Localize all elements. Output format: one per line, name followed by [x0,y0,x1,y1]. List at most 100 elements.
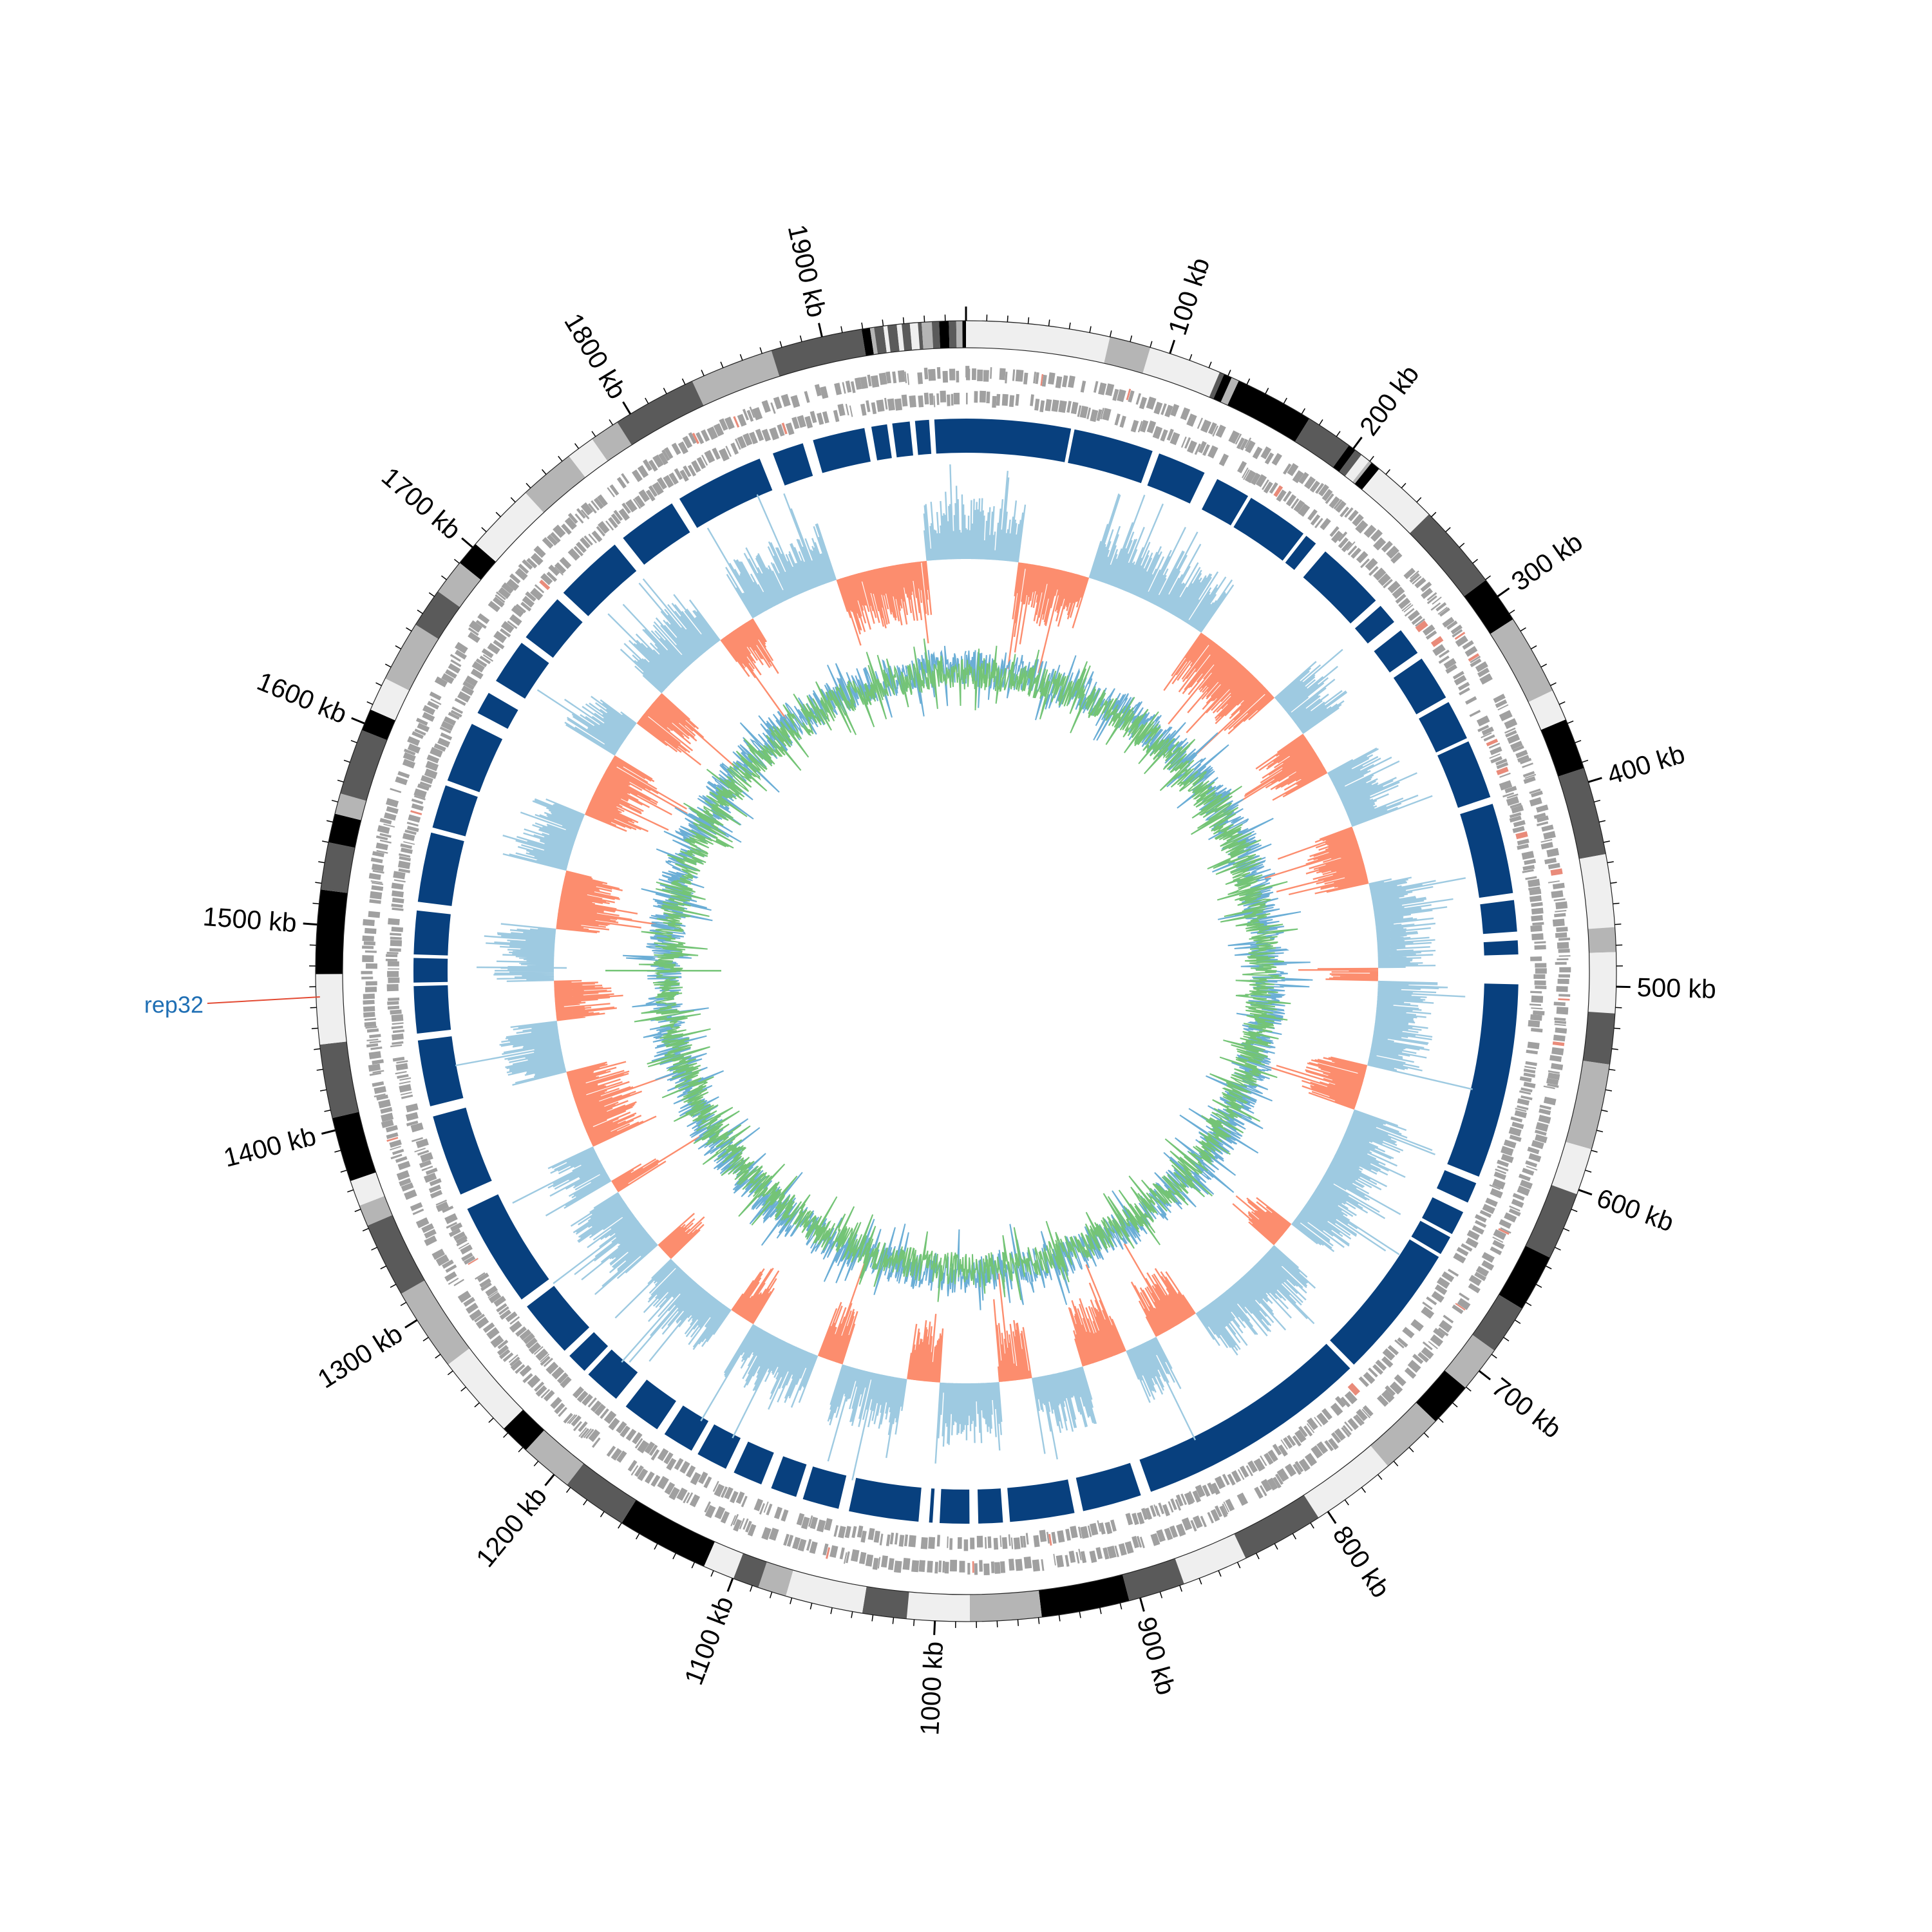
gene-feature [1421,587,1434,600]
gene-feature [1314,518,1323,529]
gene-feature [390,936,402,940]
gene-feature [1110,1519,1117,1532]
gene-feature [1492,1240,1505,1249]
karyotype-band [332,1112,376,1181]
karyotype-band [1122,1558,1184,1601]
gene-feature [1426,592,1437,601]
gene-feature [1251,473,1261,486]
gene-feature [1361,1408,1370,1419]
gene-feature [442,1259,454,1269]
gene-feature [410,1202,423,1211]
gene-feature [497,1340,509,1350]
gene-feature [797,415,806,428]
gene-feature [865,1554,874,1567]
gene-feature [475,1316,489,1329]
gene-feature [1506,793,1519,799]
gene-feature [540,1353,550,1363]
gene-feature [1372,1364,1384,1375]
gene-feature [378,1099,392,1109]
gene-feature [1497,1165,1509,1171]
gene-feature [439,726,451,734]
gene-feature [1524,858,1537,866]
annotation-label[interactable]: rep32 [144,992,204,1018]
minor-tick [1615,923,1622,925]
gene-feature [1030,394,1034,406]
gene-feature [1125,1513,1133,1526]
gene-feature [696,432,705,444]
gene-feature [733,1519,743,1532]
gene-feature [1344,507,1354,518]
gene-feature [1512,1193,1525,1201]
gene-feature [1311,1445,1323,1459]
gene-feature [1231,1470,1242,1483]
gene-feature [412,731,424,739]
minor-tick [453,558,460,564]
minor-tick [1227,370,1231,376]
gene-feature [613,509,623,521]
minor-tick [518,1446,524,1453]
gene-feature [1066,401,1072,413]
minor-tick [354,1209,361,1213]
gene-feature [433,743,446,752]
gene-feature [419,1160,432,1168]
gene-feature [1260,1455,1267,1466]
gene-feature [1208,445,1218,459]
gene-feature [1156,1529,1166,1542]
gene-feature [683,1492,690,1504]
gene-feature [1068,375,1075,388]
gene-feature [376,1094,388,1101]
gene-feature [470,668,484,679]
gene-feature [1144,1507,1153,1520]
gene-feature [386,798,399,808]
gene-feature [928,368,936,381]
karyotype-band [1525,1185,1577,1258]
gene-feature [683,465,692,477]
gene-feature [543,1358,553,1367]
gene-feature [547,534,558,546]
gene-feature [1530,990,1542,994]
gene-feature [1477,667,1490,677]
minor-tick [1336,431,1341,437]
gene-feature [1150,1505,1157,1517]
karyotype-band [1370,1402,1436,1466]
gene-feature [761,1527,772,1540]
gene-feature [904,371,907,383]
gene-feature [816,412,824,425]
gene-feature [1514,1110,1528,1119]
gene-feature [1273,1477,1282,1489]
gene-feature [1497,1159,1510,1168]
gene-feature [904,1534,909,1547]
karyotype-band [902,323,913,351]
gene-feature [686,1492,694,1504]
gene-feature [1023,372,1028,385]
gene-feature [530,553,544,565]
gene-feature [1008,1534,1011,1546]
gene-feature [410,1122,424,1133]
gene-feature [1095,1547,1103,1560]
gene-feature [369,1040,381,1044]
minor-tick [1445,527,1451,533]
minor-tick [923,316,925,323]
minor-tick [1550,682,1557,687]
gene-feature [1519,757,1532,764]
gene-feature [417,723,430,732]
gene-feature [1090,409,1099,422]
karyotype-band [1361,468,1429,534]
gene-feature [810,410,817,423]
gene-feature [829,1545,838,1558]
homology-block [1233,498,1304,561]
gene-feature [1546,848,1560,858]
gene-feature [1485,1197,1498,1208]
gene-feature [1252,446,1263,459]
minor-tick [810,1603,813,1610]
gene-feature [1415,618,1425,627]
minor-tick [428,592,435,597]
gene-feature [1153,1504,1159,1516]
gene-feature [1341,1426,1350,1437]
gene-feature [1498,1227,1510,1235]
gene-feature [593,497,604,509]
gene-feature [369,899,381,904]
gene-feature [435,1254,450,1267]
gene-feature [1162,1504,1171,1517]
gene-feature [1132,1512,1139,1526]
